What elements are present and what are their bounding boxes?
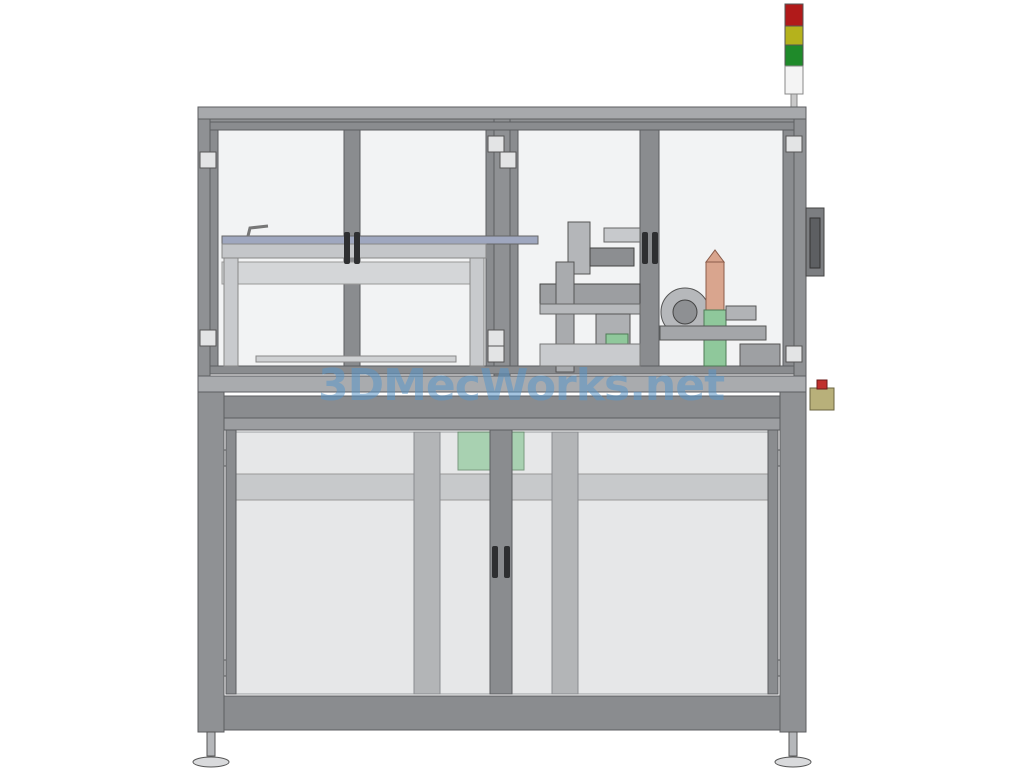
lower-door-handle[interactable] <box>492 546 510 578</box>
leveling-foot-icon <box>192 731 812 768</box>
upper-right-door-handle[interactable] <box>642 232 658 264</box>
table-top <box>197 375 807 393</box>
lower-cabinet <box>197 391 807 733</box>
signal-tower-icon <box>784 3 804 109</box>
upper-left-door-handle[interactable] <box>344 232 360 264</box>
side-control-box <box>805 207 825 277</box>
upper-cabinet <box>197 106 807 380</box>
emergency-stop-icon[interactable] <box>809 379 835 411</box>
